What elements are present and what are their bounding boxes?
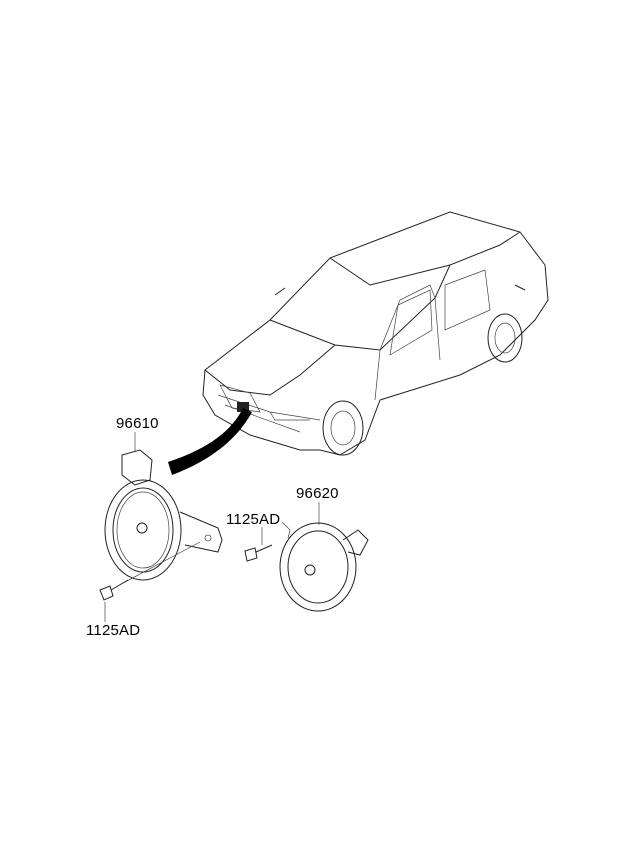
part-label-96620: 96620 bbox=[296, 485, 339, 502]
part-label-1125AD-lower: 1125AD bbox=[86, 622, 141, 639]
horn-96620 bbox=[244, 502, 369, 612]
car-illustration bbox=[202, 211, 549, 456]
part-label-96610: 96610 bbox=[116, 415, 159, 432]
location-arrow bbox=[168, 408, 252, 475]
horn-96610 bbox=[99, 432, 223, 622]
part-label-1125AD-upper: 1125AD bbox=[226, 511, 281, 528]
